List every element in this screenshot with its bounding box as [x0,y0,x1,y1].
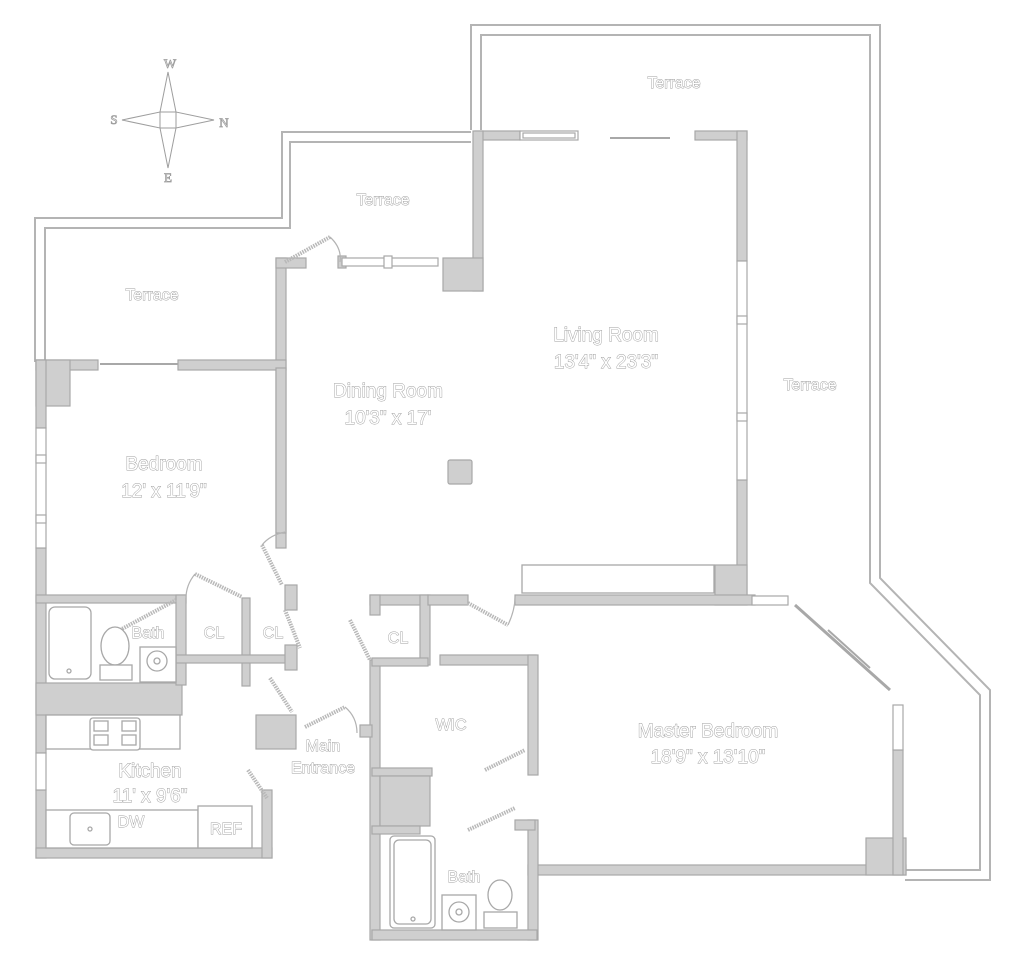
living-room-label: Living Room [553,325,659,346]
living-room-dimensions: 13'4" x 23'3" [554,352,658,373]
compass-north: N [219,115,229,130]
fridge-box [197,805,253,849]
toilet-2 [487,879,513,911]
dining-room-dimensions: 10'3" x 17' [345,408,432,429]
toilet-1 [100,626,130,666]
terrace-outlines [34,24,991,881]
main-entrance-label-2: Entrance [291,760,355,777]
room-labels: Terrace Terrace Terrace Terrace Living R… [112,75,837,887]
bath-2-label: Bath [448,869,481,886]
master-bedroom-dimensions: 18'9" x 13'10" [651,747,766,768]
terrace-mid-label: Terrace [356,192,409,209]
dishwasher-label: DW [118,814,146,831]
windows [35,130,904,791]
main-entrance-label-1: Main [306,738,341,755]
compass-east: E [164,170,172,185]
bath-1-label: Bath [132,625,165,642]
compass-west: W [164,56,177,71]
terrace-top-label: Terrace [647,75,700,92]
bedroom-dimensions: 12' x 11'9" [121,481,206,502]
interior-walls [45,367,539,941]
closet-1-label: CL [204,625,225,642]
bedroom-label: Bedroom [125,454,202,475]
compass-rose: W S N E [110,56,230,186]
dining-room-label: Dining Room [333,381,443,402]
kitchen-label: Kitchen [118,761,181,782]
bathtub-1 [48,606,92,680]
terrace-left-label: Terrace [125,287,178,304]
fixtures [45,459,518,931]
doors [119,235,526,832]
exterior-walls [35,130,907,876]
column [447,459,473,485]
refrigerator-label: REF [210,821,242,838]
master-bedroom-label: Master Bedroom [638,721,778,742]
closet-3-label: CL [388,630,409,647]
kitchen-dimensions: 11' x 9'6" [113,786,188,807]
closet-2-label: CL [263,625,284,642]
compass-south: S [110,112,117,127]
wic-label: WIC [435,717,466,734]
terrace-right-label: Terrace [783,377,836,394]
